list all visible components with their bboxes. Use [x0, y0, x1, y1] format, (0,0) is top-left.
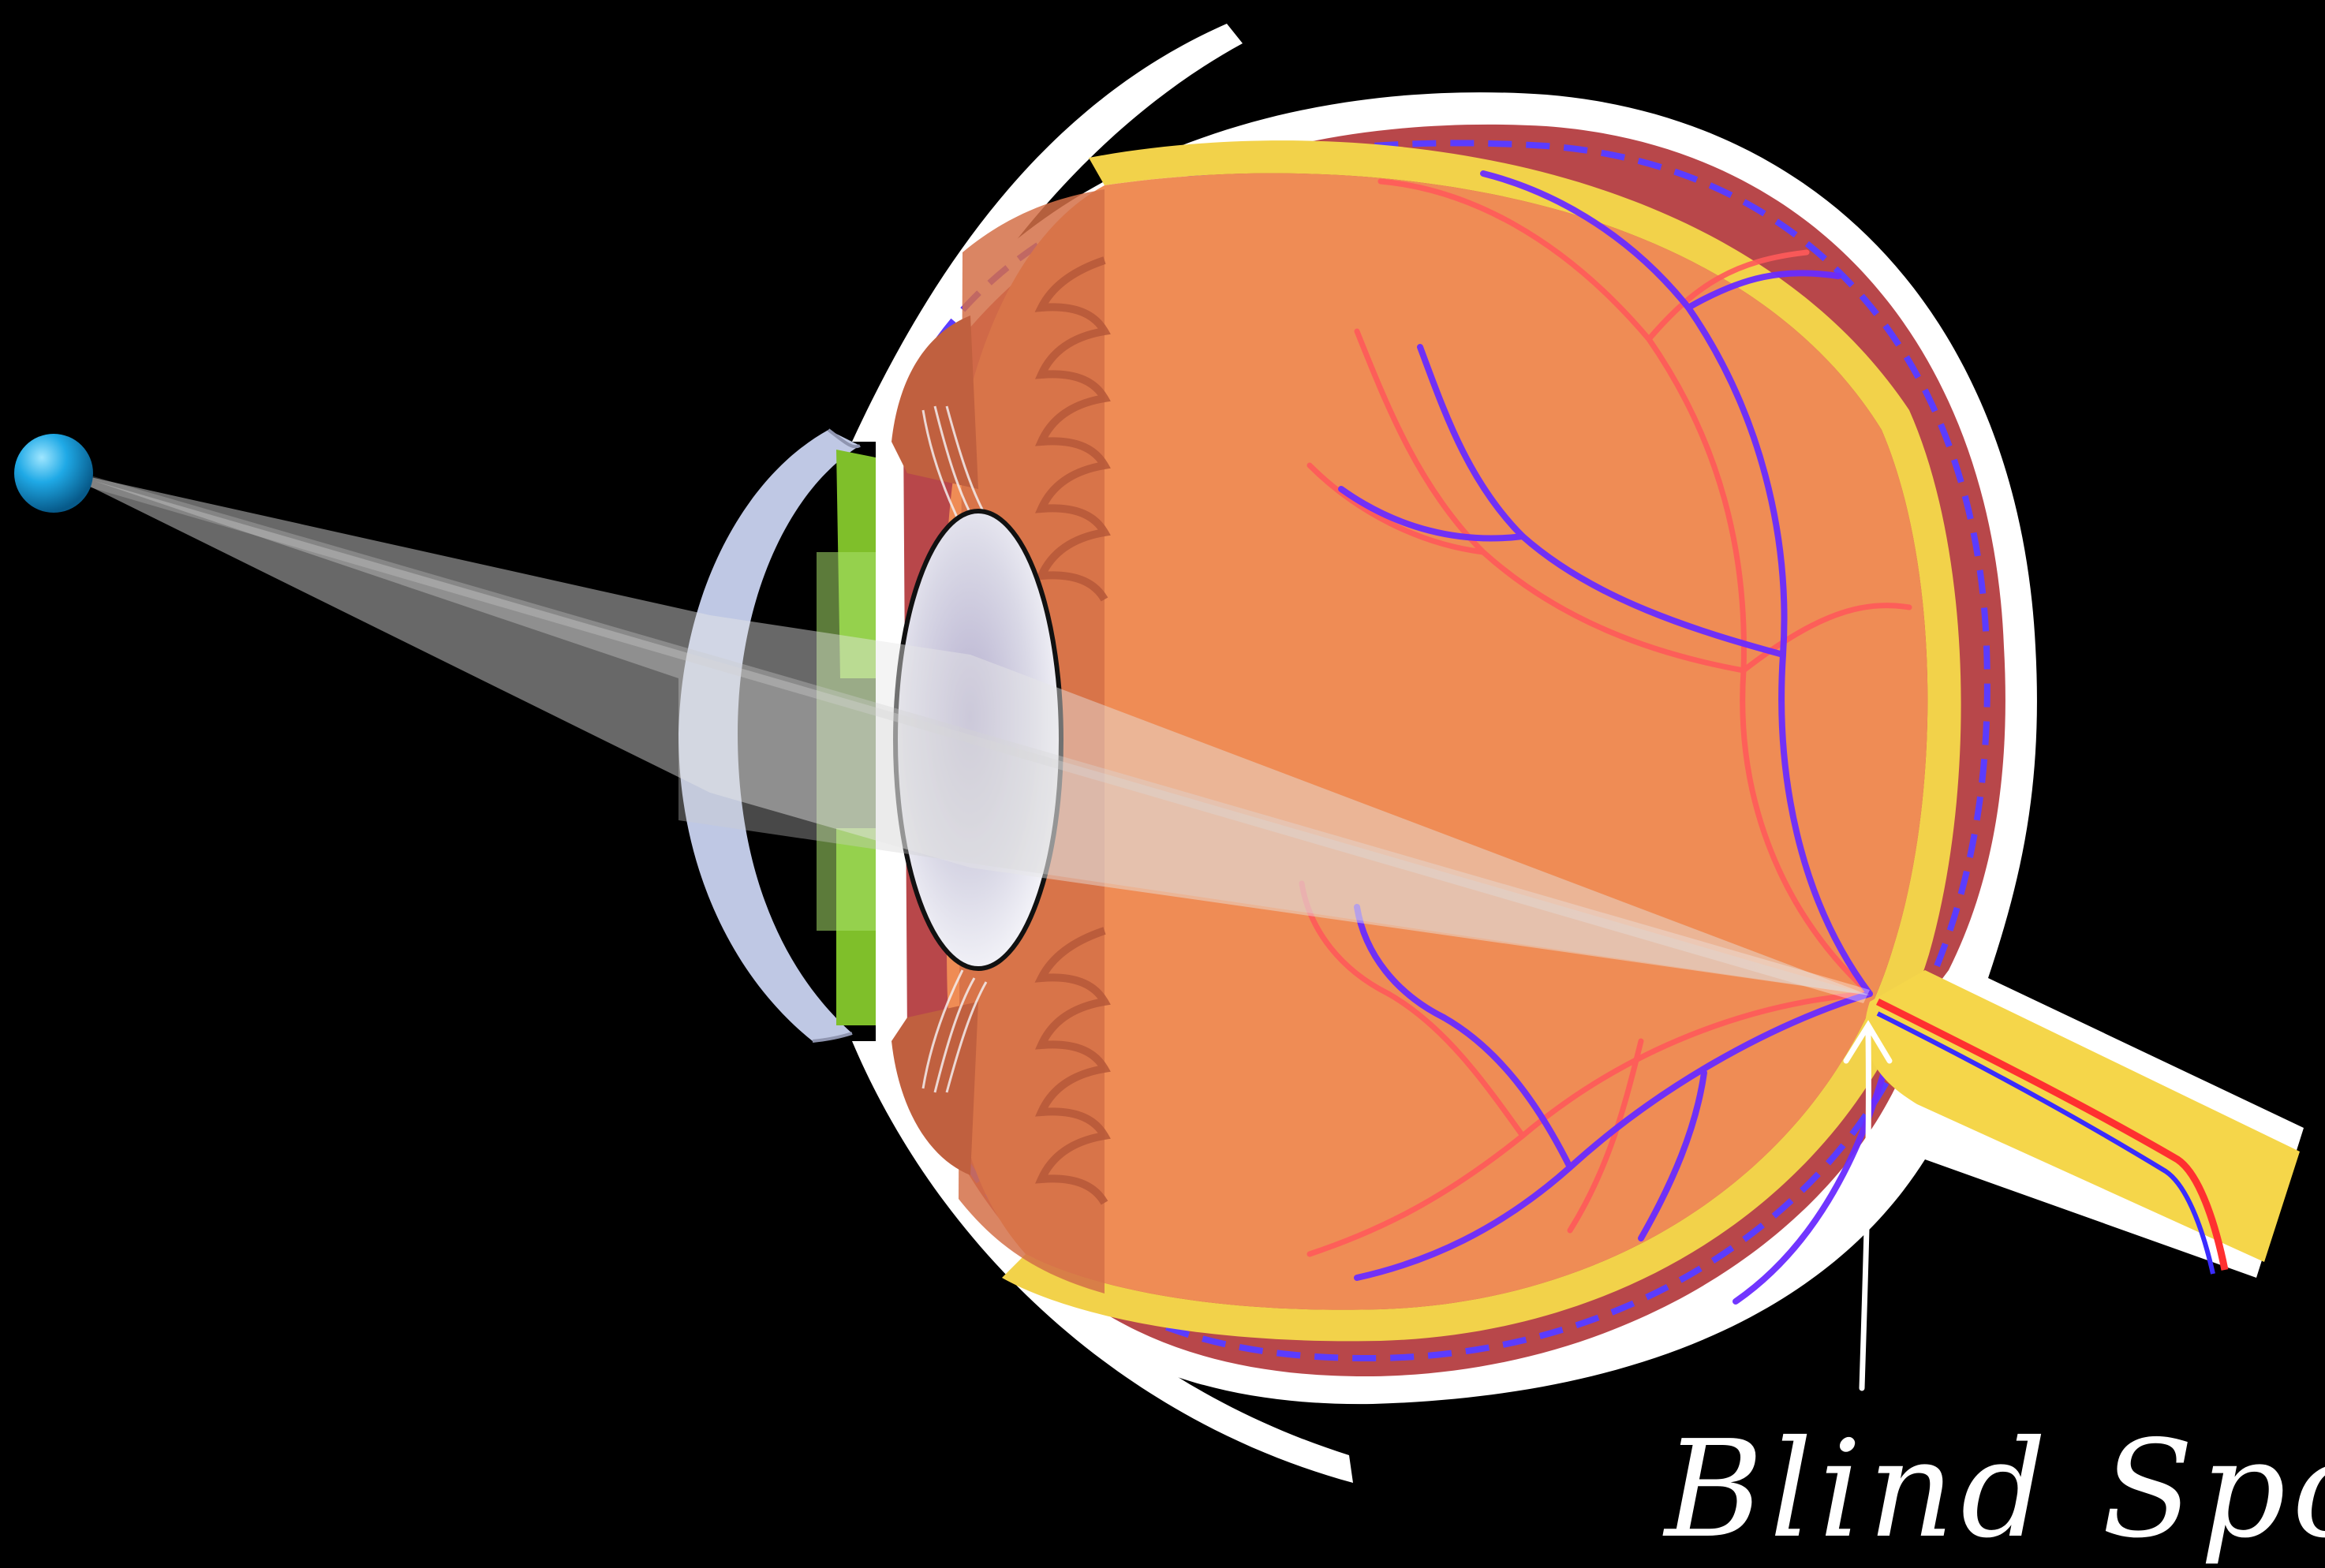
light-source-point [14, 434, 93, 513]
blind-spot-label: Blind Spot [1665, 1412, 2325, 1568]
